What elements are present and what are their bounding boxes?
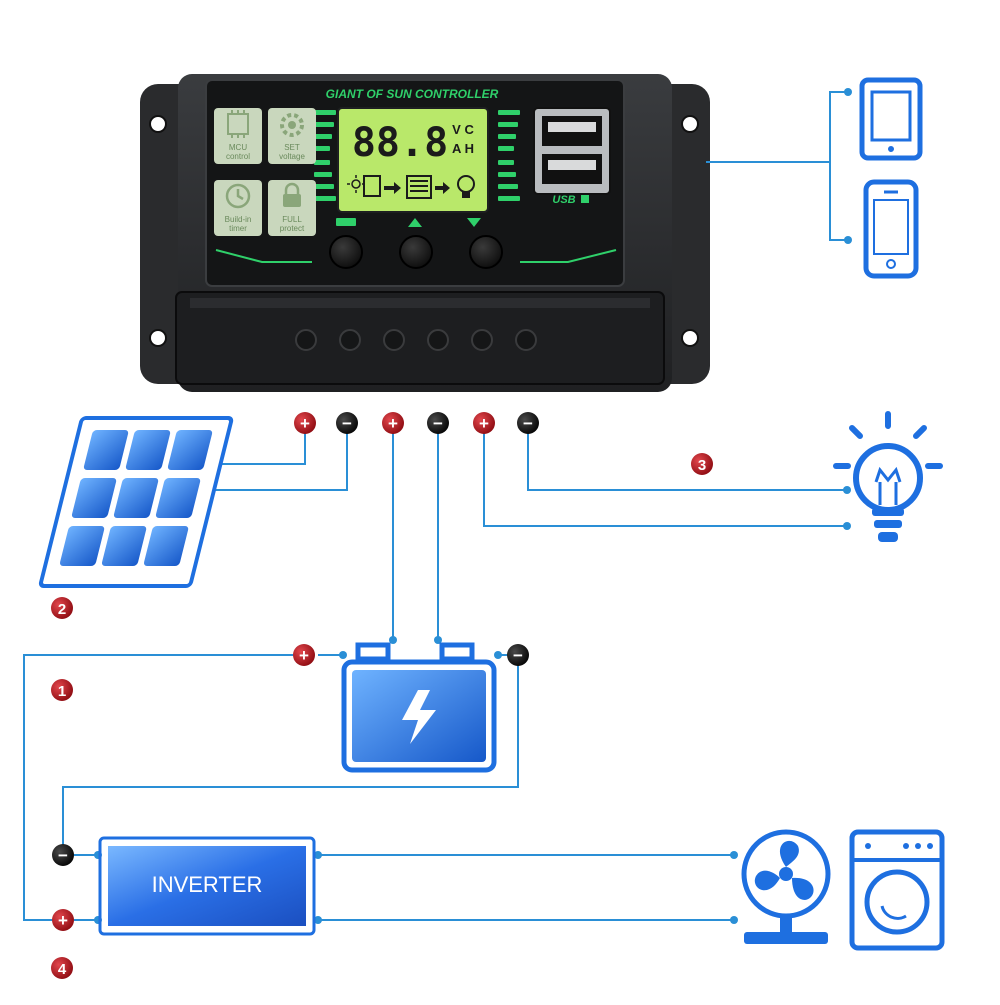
terminal-battery-minus: − <box>427 412 449 434</box>
chip-icon <box>227 110 249 138</box>
terminal-markers: + − + − + − + − <box>52 412 539 931</box>
mount-hole <box>149 329 167 347</box>
decor-line <box>520 249 617 263</box>
inverter-label: INVERTER <box>152 872 263 897</box>
svg-text:−: − <box>58 846 68 865</box>
terminal-screws <box>295 329 537 351</box>
svg-text:3: 3 <box>698 457 706 474</box>
lcd-digits: 88.8 <box>352 120 448 166</box>
wire-usb-phone <box>829 162 848 241</box>
terminal-solar-plus: + <box>294 412 316 434</box>
step-badge-4: 4 <box>51 957 73 979</box>
svg-text:4: 4 <box>58 961 67 978</box>
lcd-unit-bottom: A H <box>452 141 474 156</box>
terminal-load-minus: − <box>517 412 539 434</box>
decor-line <box>215 249 312 263</box>
lcd-bulb-icon <box>457 175 475 198</box>
lock-icon <box>283 182 301 207</box>
status-stripes-left <box>314 110 336 201</box>
step-badges: 1 2 3 4 <box>51 453 713 979</box>
tile-label: FULL <box>282 215 302 224</box>
lcd-display: 88.8 V C A H <box>337 107 489 213</box>
svg-text:+: + <box>300 414 310 433</box>
controller-title: GIANT OF SUN CONTROLLER <box>326 87 499 101</box>
lcd-battery-icon <box>406 175 432 199</box>
button-symbols <box>336 218 481 227</box>
tablet-icon <box>859 77 923 161</box>
phone-icon <box>863 179 919 279</box>
fan-icon <box>741 829 831 944</box>
light-bulb-icon <box>833 411 943 542</box>
lcd-sun-icon <box>347 175 365 193</box>
washing-machine-icon <box>849 829 945 951</box>
menu-button[interactable] <box>329 235 363 269</box>
svg-text:+: + <box>479 414 489 433</box>
down-button[interactable] <box>469 235 503 269</box>
terminal-battery-plus: + <box>382 412 404 434</box>
svg-text:+: + <box>58 911 68 930</box>
step-badge-3: 3 <box>691 453 713 475</box>
lcd-unit-top: V C <box>452 122 474 137</box>
tile-label: MCU <box>229 143 247 152</box>
mount-hole <box>681 329 699 347</box>
usb-ports: USB <box>533 107 611 206</box>
clock-icon <box>225 183 251 209</box>
terminal-block <box>175 291 665 385</box>
svg-text:1: 1 <box>58 683 66 700</box>
svg-text:+: + <box>388 414 398 433</box>
svg-text:−: − <box>433 414 443 433</box>
wire-load-minus <box>527 432 847 491</box>
battery-icon <box>341 642 497 773</box>
battery-plus-marker: + <box>293 644 315 666</box>
mount-hole <box>681 115 699 133</box>
wire-inverter-plus <box>23 654 304 921</box>
inverter-minus-marker: − <box>52 844 74 866</box>
tile-label: control <box>226 152 250 161</box>
battery-minus-marker: − <box>507 644 529 666</box>
tile-label: protect <box>280 224 305 233</box>
status-stripes-right <box>498 110 520 201</box>
svg-text:−: − <box>513 646 523 665</box>
tile-label: voltage <box>279 152 305 161</box>
wire-endpoints <box>94 88 852 924</box>
usb-label: USB <box>552 194 575 206</box>
svg-text:2: 2 <box>58 601 66 618</box>
wire-solar-plus <box>197 432 306 465</box>
inverter-box: INVERTER <box>98 836 316 936</box>
solar-charge-controller: GIANT OF SUN CONTROLLER <box>140 74 710 392</box>
solar-panel-icon <box>38 416 234 588</box>
mount-hole <box>149 115 167 133</box>
terminal-solar-minus: − <box>336 412 358 434</box>
function-tile-timer: Build-in timer <box>214 180 262 236</box>
tile-label: SET <box>284 143 300 152</box>
lcd-panel-icon <box>363 175 381 197</box>
function-tile-set: SET voltage <box>268 108 316 164</box>
gear-icon <box>280 113 304 137</box>
step-badge-2: 2 <box>51 597 73 619</box>
tile-label: timer <box>229 224 247 233</box>
tile-label: Build-in <box>225 215 252 224</box>
svg-text:−: − <box>342 414 352 433</box>
terminal-load-plus: + <box>473 412 495 434</box>
wire-inverter-minus <box>62 665 519 855</box>
svg-text:−: − <box>523 414 533 433</box>
function-tile-protect: FULL protect <box>268 180 316 236</box>
lcd-arrow-icon <box>435 182 450 194</box>
inverter-plus-marker: + <box>52 909 74 931</box>
up-button[interactable] <box>399 235 433 269</box>
wire-solar-minus <box>197 432 348 491</box>
wire-load-plus <box>483 432 847 527</box>
function-tile-mcu: MCU control <box>214 108 262 164</box>
lcd-arrow-icon <box>384 182 401 194</box>
svg-text:+: + <box>299 646 309 665</box>
wire-usb-tablet <box>706 91 848 163</box>
step-badge-1: 1 <box>51 679 73 701</box>
